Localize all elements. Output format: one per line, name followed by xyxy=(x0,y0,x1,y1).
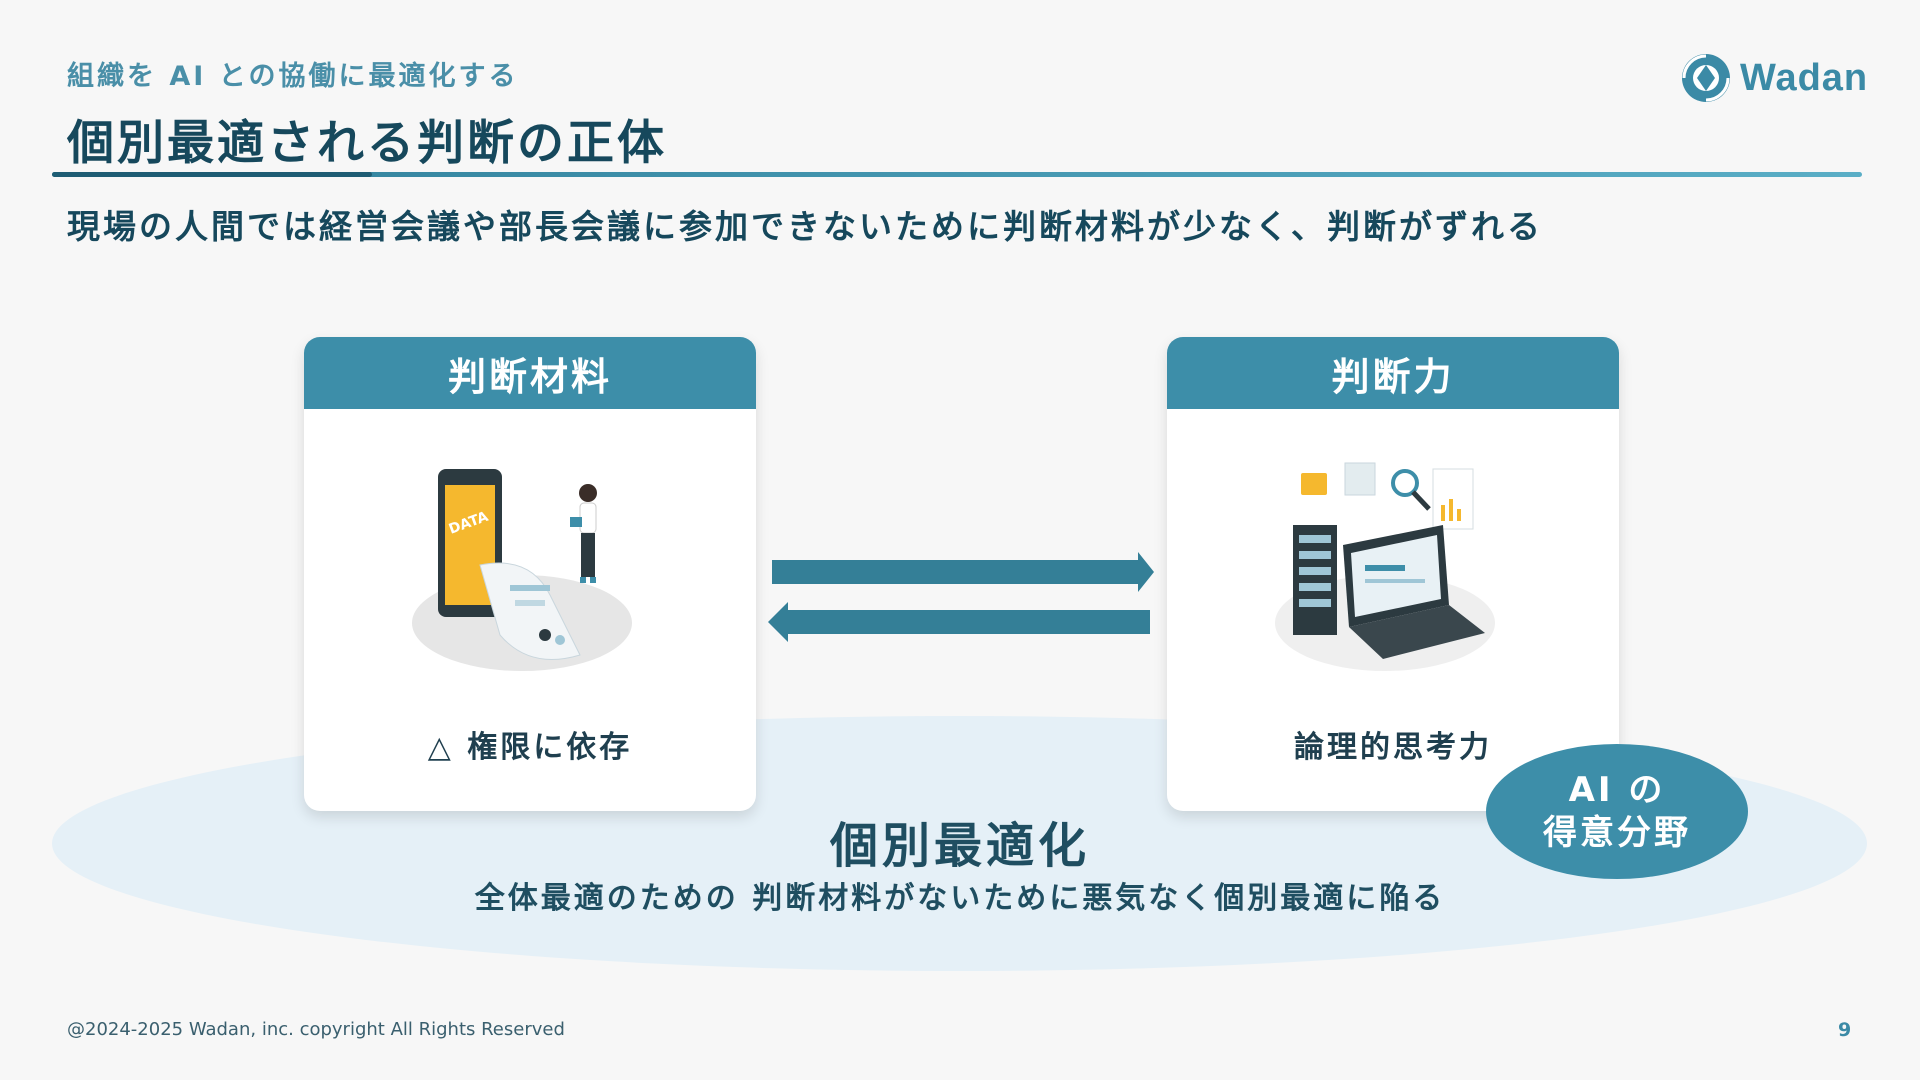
wadan-logo-icon xyxy=(1682,54,1730,102)
phone-data-illustration-icon: DATA xyxy=(412,469,632,671)
title-underline xyxy=(52,172,1862,177)
ai-badge-line1: AI の xyxy=(1568,770,1666,810)
card-header-judgment-material: 判断材料 xyxy=(304,337,756,409)
bidirectional-arrow-icon xyxy=(768,552,1154,642)
card-judgment-material: 判断材料 DATA △ 権限に依存 xyxy=(304,337,756,811)
page-title: 個別最適される判断の正体 xyxy=(67,116,667,171)
card-header-judgment-ability: 判断力 xyxy=(1167,337,1619,409)
subtitle: 現場の人間では経営会議や部長会議に参加できないために判断材料が少なく、判断がずれ… xyxy=(67,207,1543,246)
logo-text: Wadan xyxy=(1740,56,1869,99)
center-description: 全体最適のための 判断材料がないために悪気なく個別最適に陥る xyxy=(474,881,1446,916)
card-caption-authority: △ 権限に依存 xyxy=(427,730,633,765)
ai-badge-line2: 得意分野 xyxy=(1543,812,1691,853)
ai-strength-badge: AI の 得意分野 xyxy=(1486,744,1748,879)
logo: Wadan xyxy=(1680,50,1870,106)
eyebrow-text: 組織を AI との協働に最適化する xyxy=(67,61,519,92)
card-caption-logical-thinking: 論理的思考力 xyxy=(1294,730,1492,765)
copyright-text: @2024-2025 Wadan, inc. copyright All Rig… xyxy=(67,1019,565,1040)
page-number: 9 xyxy=(1838,1019,1852,1041)
card-judgment-ability: 判断力 論理的思考力 xyxy=(1167,337,1619,811)
center-title: 個別最適化 xyxy=(829,818,1090,874)
title-underline-accent xyxy=(52,172,372,177)
laptop-server-illustration-icon xyxy=(1275,462,1495,671)
